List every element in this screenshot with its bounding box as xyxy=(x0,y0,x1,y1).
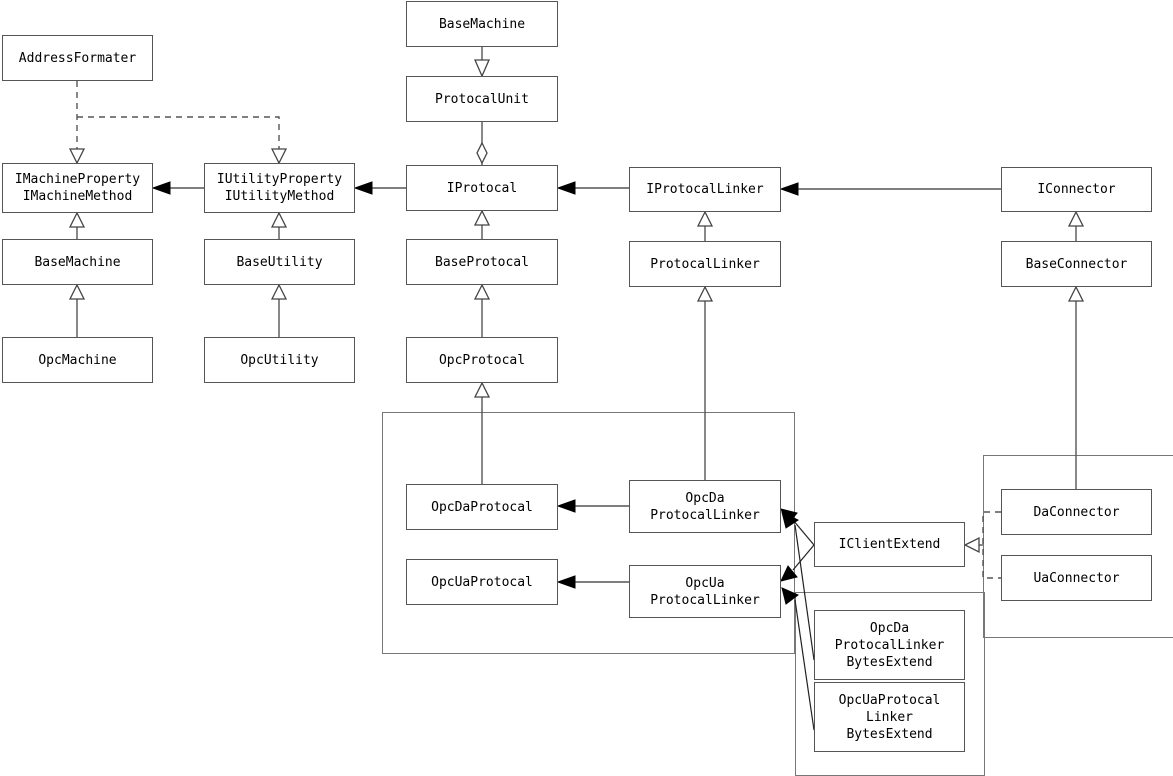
class-node-baseprotocal[interactable]: BaseProtocal xyxy=(406,239,558,285)
group-protocal-container xyxy=(382,412,795,654)
class-node-opcutility[interactable]: OpcUtility xyxy=(204,337,355,383)
class-node-iprotocallinker[interactable]: IProtocalLinker xyxy=(629,167,781,212)
class-node-uaconnector[interactable]: UaConnector xyxy=(1001,555,1152,601)
class-node-daconnector[interactable]: DaConnector xyxy=(1001,489,1152,535)
class-node-opcdaprotocal[interactable]: OpcDaProtocal xyxy=(406,484,558,530)
hollow-triangle-up-icon xyxy=(68,283,86,300)
hollow-triangle-up-icon xyxy=(1067,210,1085,227)
solid-arrowhead-icon xyxy=(556,575,576,589)
class-node-imachineproperty[interactable]: IMachineProperty IMachineMethod xyxy=(2,163,153,213)
class-node-iprotocal[interactable]: IProtocal xyxy=(406,165,558,211)
edge-iclientextend-opcdalinker xyxy=(792,519,815,546)
group-connector-container xyxy=(983,455,1173,638)
class-node-baseconnector[interactable]: BaseConnector xyxy=(1001,241,1152,287)
class-node-opcuaprotocallinkerbytesextend[interactable]: OpcUaProtocal Linker BytesExtend xyxy=(814,682,965,752)
class-node-basemachine-top[interactable]: BaseMachine xyxy=(406,1,558,47)
edge-iclientextend-opcualinker xyxy=(792,544,815,571)
class-node-baseutility[interactable]: BaseUtility xyxy=(204,239,355,285)
class-node-iutilityproperty[interactable]: IUtilityProperty IUtilityMethod xyxy=(204,163,355,213)
edge-opcuabytes-opcualinker xyxy=(794,599,815,731)
solid-arrowhead-icon xyxy=(353,181,373,195)
hollow-triangle-up-icon xyxy=(696,210,714,227)
class-node-opcdaprotocallinkerbytesextend[interactable]: OpcDa ProtocalLinker BytesExtend xyxy=(814,610,965,680)
class-node-addressformater[interactable]: AddressFormater xyxy=(2,35,153,81)
solid-arrowhead-icon xyxy=(151,181,171,195)
class-node-opcuaprotocallinker[interactable]: OpcUa ProtocalLinker xyxy=(629,565,781,618)
hollow-triangle-up-icon xyxy=(473,381,491,398)
hollow-triangle-up-icon xyxy=(68,211,86,228)
diamond-icon xyxy=(476,141,488,165)
class-node-opcmachine[interactable]: OpcMachine xyxy=(2,337,153,383)
class-node-iconnector[interactable]: IConnector xyxy=(1001,167,1152,212)
hollow-triangle-up-icon xyxy=(473,283,491,300)
hollow-triangle-up-icon xyxy=(696,285,714,302)
edge-connectors-iclientextend xyxy=(982,511,1001,579)
edge-addressformater-iutilityproperty xyxy=(77,116,280,163)
class-node-opcprotocal[interactable]: OpcProtocal xyxy=(406,337,558,383)
hollow-triangle-down-icon xyxy=(474,59,490,78)
solid-arrowhead-icon xyxy=(780,565,798,582)
class-node-protocalunit[interactable]: ProtocalUnit xyxy=(406,76,558,122)
solid-arrowhead-icon xyxy=(556,181,576,195)
solid-arrowhead-icon xyxy=(781,587,799,605)
class-node-iclientextend[interactable]: IClientExtend xyxy=(814,522,965,567)
open-arrowhead-icon xyxy=(270,148,288,165)
class-node-protocallinker[interactable]: ProtocalLinker xyxy=(629,241,781,287)
class-node-basemachine[interactable]: BaseMachine xyxy=(2,239,153,285)
edge-opcdabytes-opcdalinker xyxy=(794,524,815,661)
hollow-triangle-up-icon xyxy=(473,209,491,226)
hollow-triangle-up-icon xyxy=(270,283,288,300)
hollow-triangle-up-icon xyxy=(270,211,288,228)
solid-arrowhead-icon xyxy=(779,182,799,196)
hollow-triangle-left-icon xyxy=(963,536,980,554)
hollow-triangle-up-icon xyxy=(1067,285,1085,302)
class-node-opcuaprotocal[interactable]: OpcUaProtocal xyxy=(406,559,558,605)
solid-arrowhead-icon xyxy=(781,511,799,529)
solid-arrowhead-icon xyxy=(556,499,576,513)
class-node-opcdaprotocallinker[interactable]: OpcDa ProtocalLinker xyxy=(629,480,781,533)
open-arrowhead-icon xyxy=(68,148,86,165)
